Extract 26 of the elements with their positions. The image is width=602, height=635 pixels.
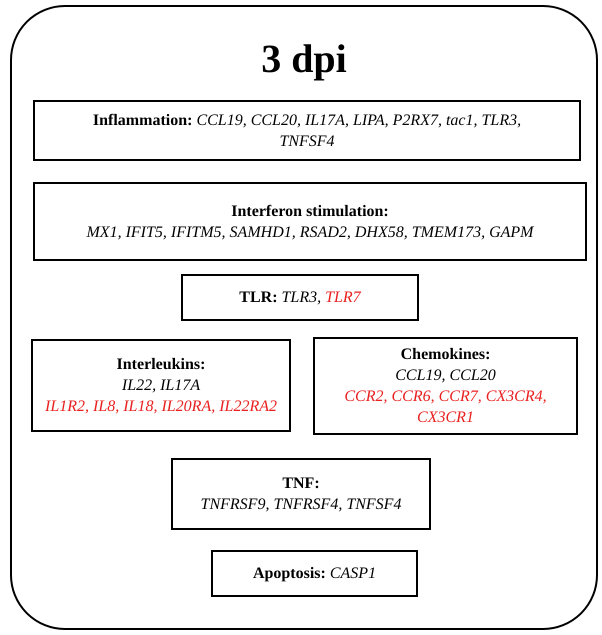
category-heading: Chemokines: xyxy=(400,346,490,363)
category-heading: Interferon stimulation: xyxy=(231,202,389,220)
category-box xyxy=(211,550,418,597)
category-heading: Apoptosis: xyxy=(252,565,326,582)
gene-list: CCL19, CCL20, IL17A, LIPA, P2RX7, tac1, TLR3, TNFSF4 xyxy=(196,112,522,150)
gene-list: TLR3, xyxy=(282,289,322,306)
gene-list: TNFRSF9, TNFRSF4, TNFSF4 xyxy=(200,496,402,513)
rounded-panel xyxy=(10,5,598,630)
category-box xyxy=(33,182,587,261)
category-box xyxy=(171,458,431,530)
category-heading: TLR: xyxy=(239,289,278,306)
gene-list: IL1R2, IL8, IL18, IL20RA, IL22RA2 xyxy=(45,398,277,415)
gene-list: MX1, IFIT5, IFITM5, SAMHD1, RSAD2, DHX58, TMEM173, GAPM xyxy=(86,224,534,240)
gene-list: CCL19, CCL20 xyxy=(395,367,496,384)
panel-title: 3 dpi xyxy=(260,35,348,83)
gene-list: CASP1 xyxy=(330,565,376,582)
category-box xyxy=(31,339,291,432)
gene-list: CCR2, CCR6, CCR7, CX3CR4, CX3CR1 xyxy=(344,388,547,426)
category-heading: TNF: xyxy=(282,475,320,492)
category-box xyxy=(313,337,578,435)
category-box xyxy=(181,274,419,321)
category-box xyxy=(33,100,581,161)
gene-list: TLR7 xyxy=(325,289,361,306)
category-heading: Interleukins: xyxy=(116,356,206,373)
gene-list: IL22, IL17A xyxy=(122,377,200,394)
category-heading: Inflammation: xyxy=(92,112,192,128)
